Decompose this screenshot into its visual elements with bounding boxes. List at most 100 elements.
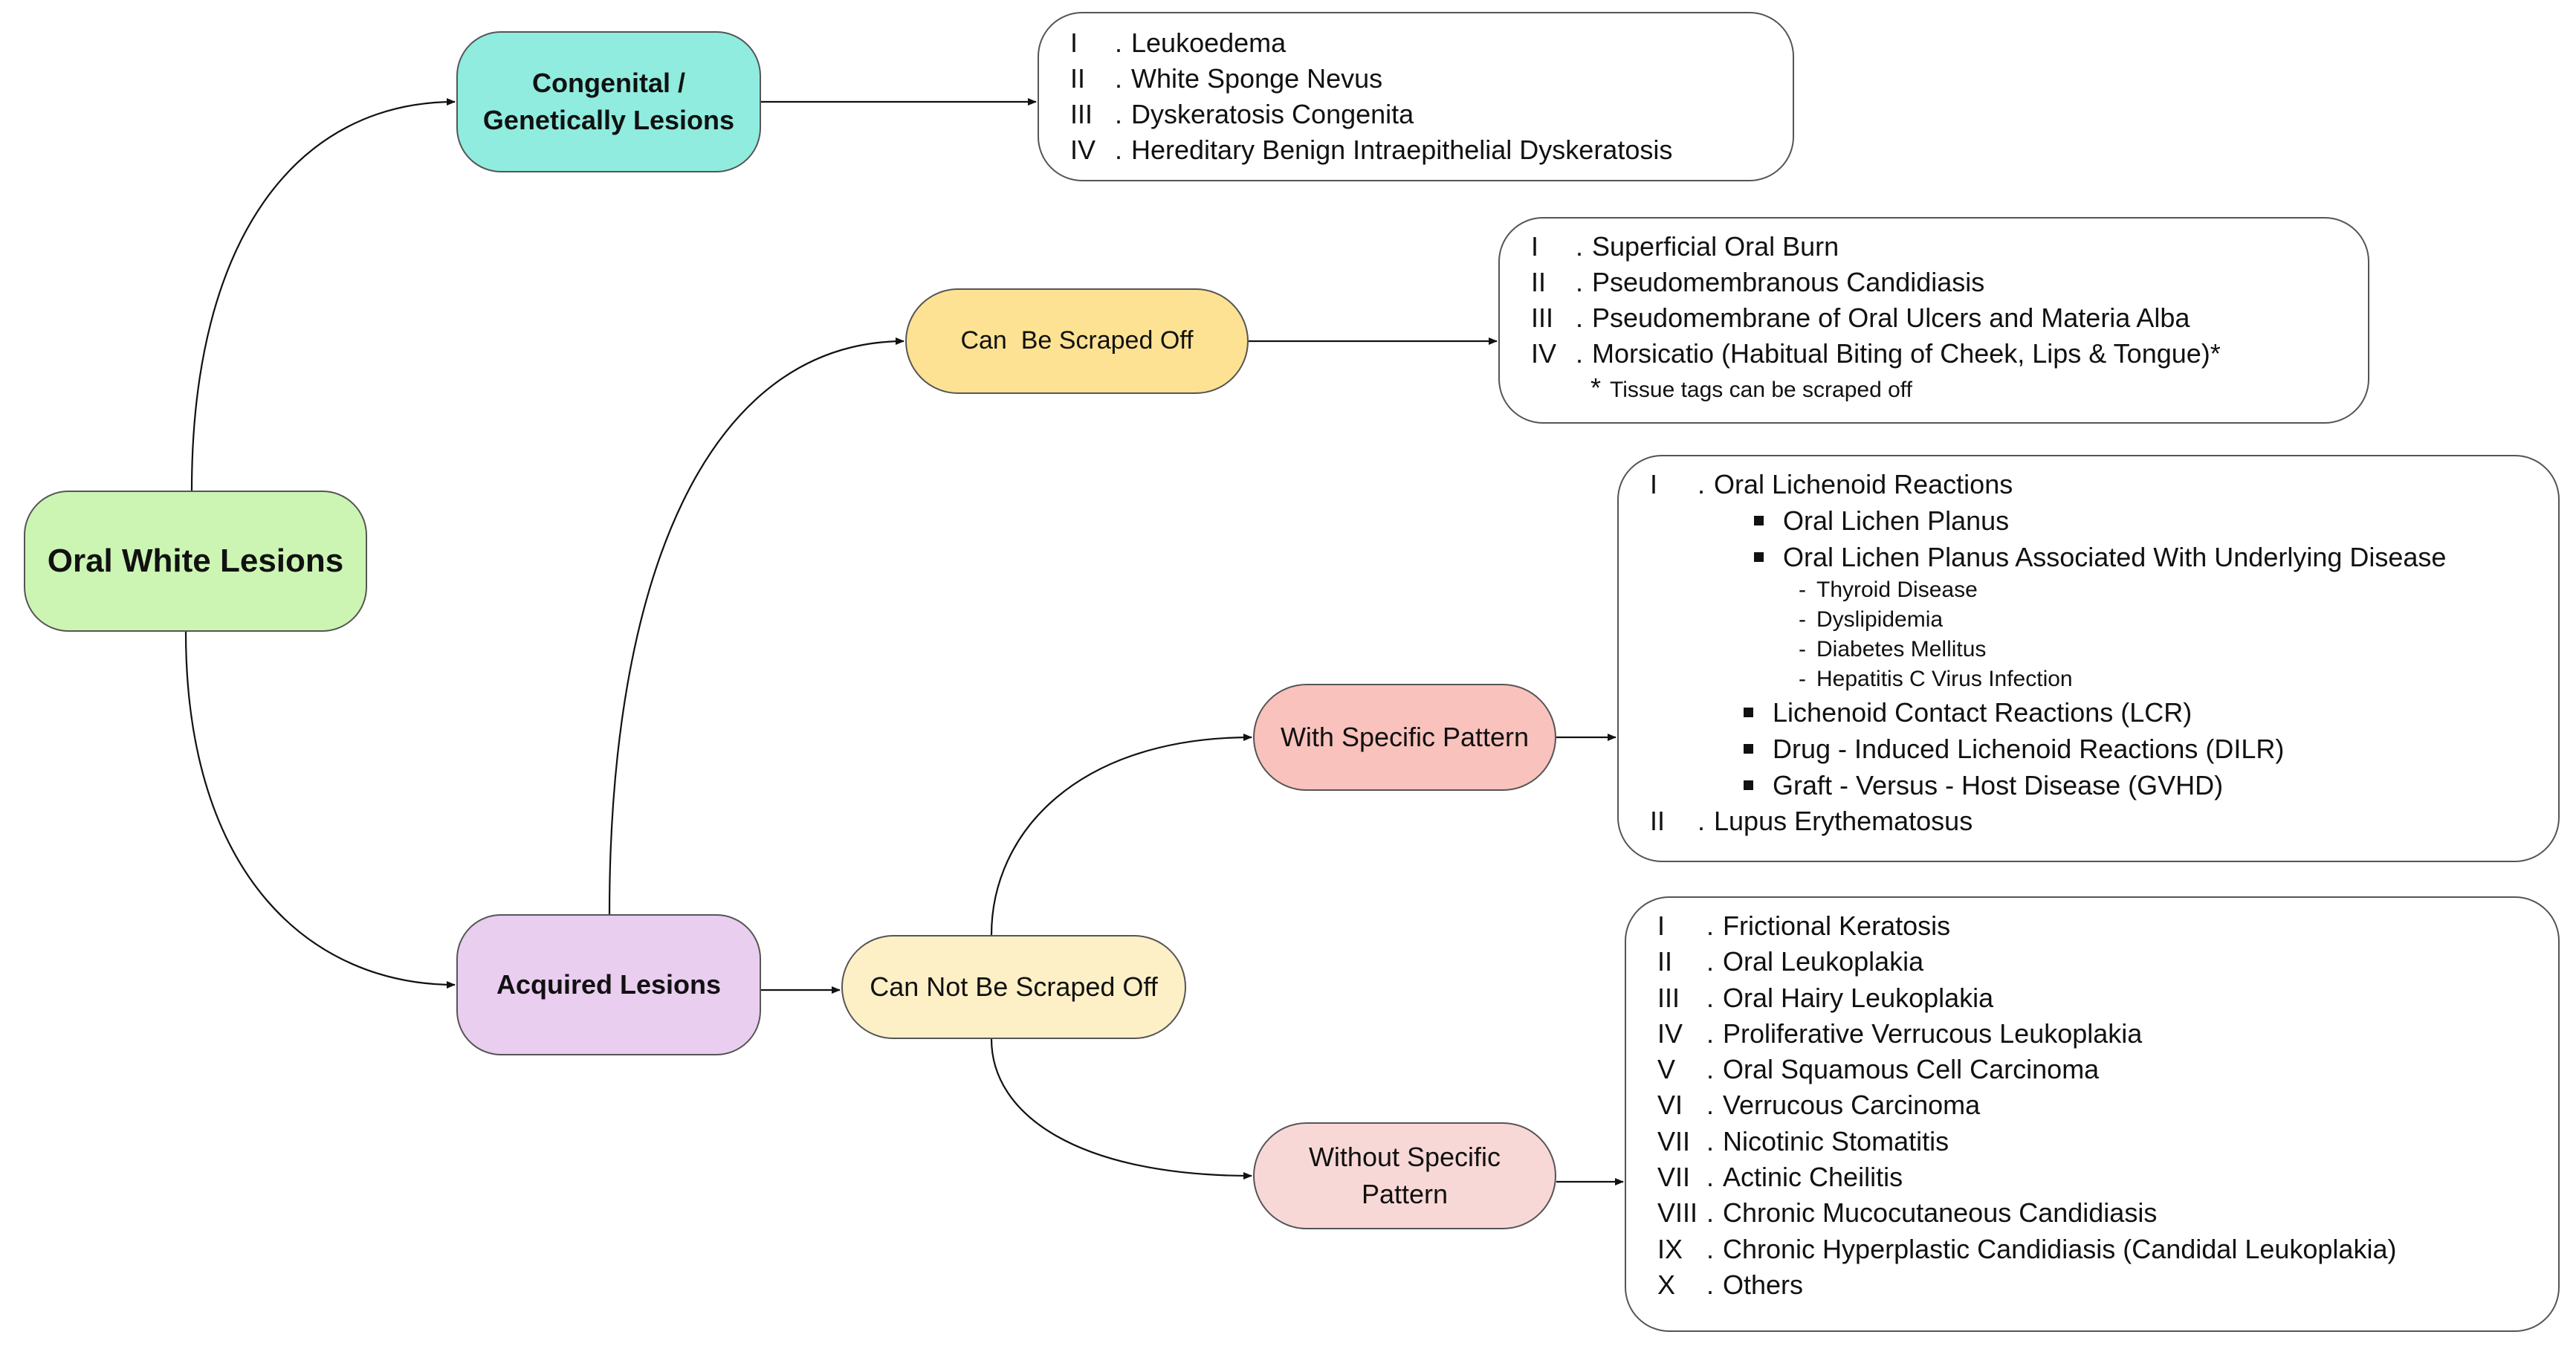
bullet-item: Graft - Versus - Host Disease (GVHD): [1650, 767, 2558, 803]
list-label: Oral Squamous Cell Carcinoma: [1723, 1054, 2100, 1085]
list-item: II.Oral Leukoplakia: [1657, 944, 2558, 980]
list-numeral: I: [1070, 28, 1078, 58]
bullet-item: Lichenoid Contact Reactions (LCR): [1650, 694, 2558, 731]
square-bullet-icon: [1744, 780, 1753, 790]
list-item: IX.Chronic Hyperplastic Candidiasis (Can…: [1657, 1232, 2558, 1267]
list-label: Verrucous Carcinoma: [1723, 1090, 1981, 1121]
list-item: V.Oral Squamous Cell Carcinoma: [1657, 1052, 2558, 1087]
dash-label: Diabetes Mellitus: [1816, 637, 1987, 661]
list-label: Chronic Mucocutaneous Candidiasis: [1723, 1197, 2158, 1229]
bullet-label: Oral Lichen Planus: [1783, 505, 2010, 536]
list-numeral: III: [1531, 303, 1554, 333]
dash-item: -Dyslipidemia: [1799, 607, 1944, 632]
list-item: I.Leukoedema: [1070, 25, 1793, 61]
edge-acquired-to-scraped: [608, 337, 904, 915]
list-label: Chronic Hyperplastic Candidiasis (Candid…: [1723, 1233, 2397, 1264]
without-specific-pattern-node: Without Specific Pattern: [1253, 1122, 1556, 1229]
list-numeral: IX: [1657, 1233, 1683, 1264]
congenital-lesions-node: Congenital / Genetically Lesions: [456, 31, 761, 172]
list-numeral: VIII: [1657, 1197, 1698, 1229]
list-label: Nicotinic Stomatitis: [1723, 1125, 1949, 1156]
list-numeral: IV: [1657, 1018, 1683, 1049]
bullet-item: Oral Lichen Planus Associated With Under…: [1650, 539, 2558, 575]
dash-item: -Diabetes Mellitus: [1799, 637, 1987, 661]
edge-root-to-acquired: [184, 631, 456, 989]
list-label: Leukoedema: [1131, 28, 1287, 58]
acquired-label: Acquired Lesions: [496, 968, 722, 1000]
bullet-label: Drug - Induced Lichenoid Reactions (DILR…: [1773, 734, 2285, 764]
acquired-lesions-node: Acquired Lesions: [456, 914, 761, 1055]
list-label: Oral Leukoplakia: [1723, 946, 1924, 977]
list-label: Frictional Keratosis: [1723, 910, 1951, 941]
list-numeral: VI: [1657, 1090, 1683, 1121]
list-item: IV.Morsicatio (Habitual Biting of Cheek,…: [1531, 336, 2368, 372]
root-label: Oral White Lesions: [47, 543, 344, 580]
list-label: Others: [1723, 1269, 1804, 1300]
list-numeral: III: [1070, 99, 1093, 129]
can-be-scraped-node: Can Be Scraped Off: [905, 288, 1249, 394]
list-item: VII.Nicotinic Stomatitis: [1657, 1124, 2558, 1159]
list-item: III.Pseudomembrane of Oral Ulcers and Ma…: [1531, 300, 2368, 336]
root-node: Oral White Lesions: [24, 491, 367, 632]
bullet-item: Drug - Induced Lichenoid Reactions (DILR…: [1650, 731, 2558, 767]
dash-label: Dyslipidemia: [1816, 607, 1944, 632]
list-numeral: X: [1657, 1269, 1676, 1300]
list-label: Lupus Erythematosus: [1714, 806, 1973, 836]
list-item: I.Frictional Keratosis: [1657, 908, 2558, 944]
without-pattern-list-box: I.Frictional Keratosis II.Oral Leukoplak…: [1625, 896, 2560, 1332]
list-numeral: I: [1650, 469, 1658, 499]
list-label: Pseudomembrane of Oral Ulcers and Materi…: [1592, 303, 2190, 333]
without-pattern-label-line1: Without Specific: [1308, 1141, 1501, 1172]
list-numeral: V: [1657, 1054, 1676, 1085]
can-not-be-scraped-node: Can Not Be Scraped Off: [841, 935, 1186, 1039]
list-item: IV.Proliferative Verrucous Leukoplakia: [1657, 1016, 2558, 1052]
edge-root-to-congenital: [190, 98, 456, 491]
list-item: I.Oral Lichenoid Reactions: [1650, 467, 2558, 502]
list-item: II.Lupus Erythematosus: [1650, 803, 2558, 839]
list-item: III.Oral Hairy Leukoplakia: [1657, 980, 2558, 1016]
scraped-label: Can Be Scraped Off: [960, 326, 1194, 355]
list-numeral: II: [1070, 63, 1086, 94]
list-label: Pseudomembranous Candidiasis: [1592, 267, 1985, 297]
footnote-star: *: [1590, 372, 1602, 403]
list-numeral: IV: [1531, 338, 1557, 369]
scraped-list-box: I.Superficial Oral Burn II.Pseudomembran…: [1498, 217, 2369, 424]
with-specific-pattern-node: With Specific Pattern: [1253, 684, 1556, 791]
list-label: Oral Hairy Leukoplakia: [1723, 982, 1994, 1013]
dash-label: Thyroid Disease: [1816, 578, 1978, 602]
list-item: I.Superficial Oral Burn: [1531, 229, 2368, 265]
list-numeral: VII: [1657, 1125, 1691, 1156]
list-item: X.Others: [1657, 1267, 2558, 1303]
square-bullet-icon: [1744, 744, 1753, 754]
list-item: VII.Actinic Cheilitis: [1657, 1159, 2558, 1195]
bullet-item: Oral Lichen Planus: [1650, 502, 2558, 539]
list-label: White Sponge Nevus: [1131, 63, 1383, 94]
list-label: Morsicatio (Habitual Biting of Cheek, Li…: [1592, 338, 2221, 369]
not-scraped-label: Can Not Be Scraped Off: [870, 971, 1158, 1002]
edge-not-scraped-to-with-pattern: [990, 734, 1252, 936]
list-label: Proliferative Verrucous Leukoplakia: [1723, 1018, 2143, 1049]
list-item: IV.Hereditary Benign Intraepithelial Dys…: [1070, 132, 1793, 168]
square-bullet-icon: [1754, 516, 1764, 525]
list-item: II.White Sponge Nevus: [1070, 61, 1793, 97]
footnote: * Tissue tags can be scraped off: [1531, 372, 2368, 404]
list-numeral: IV: [1070, 135, 1096, 165]
list-numeral: II: [1657, 946, 1673, 977]
footnote-text: Tissue tags can be scraped off: [1610, 378, 1912, 402]
edge-not-scraped-to-without-pattern: [990, 1038, 1252, 1180]
list-numeral: I: [1531, 231, 1539, 262]
dash-item: -Thyroid Disease: [1799, 578, 1978, 602]
list-label: Dyskeratosis Congenita: [1131, 99, 1414, 129]
with-pattern-list-box: I.Oral Lichenoid Reactions Oral Lichen P…: [1617, 455, 2560, 862]
congenital-label-line2: Genetically Lesions: [482, 105, 735, 135]
without-pattern-label-line2: Pattern: [1361, 1179, 1449, 1209]
list-numeral: III: [1657, 982, 1680, 1013]
list-item: VIII.Chronic Mucocutaneous Candidiasis: [1657, 1195, 2558, 1231]
list-item: II.Pseudomembranous Candidiasis: [1531, 265, 2368, 300]
with-pattern-label: With Specific Pattern: [1280, 721, 1530, 752]
bullet-label: Oral Lichen Planus Associated With Under…: [1783, 542, 2447, 572]
list-label: Superficial Oral Burn: [1592, 231, 1839, 262]
list-numeral: VII: [1657, 1162, 1691, 1193]
list-numeral: II: [1531, 267, 1547, 297]
